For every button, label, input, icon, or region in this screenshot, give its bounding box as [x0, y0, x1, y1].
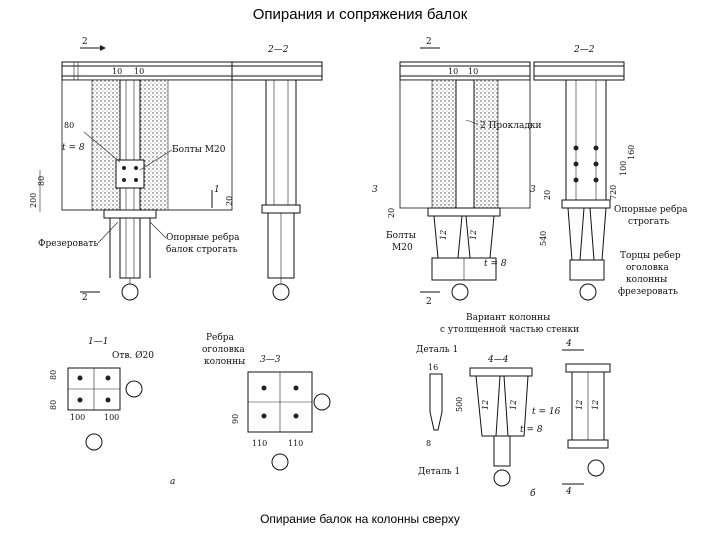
plan-3-3: Ребра оголовка колонны 3—3 90 110 110	[202, 332, 331, 471]
section-mark-1: 1	[214, 185, 220, 195]
dim-160: 160	[627, 145, 636, 160]
ribs-label-1: Опорные ребра	[166, 232, 240, 243]
section-mark-2-bottom: 2	[82, 293, 88, 303]
dim-20-b-left: 20	[387, 208, 396, 218]
ribs-right-2: строгать	[628, 217, 669, 227]
section-mark-4-top: 4	[565, 339, 572, 349]
dim-100-plan-right: 100	[104, 413, 119, 422]
plan-1-1: 1—1 Отв. Ø20 80 80 100 100 а	[49, 337, 175, 487]
dim-12-e: 12	[575, 400, 584, 410]
dim-100-plan-left: 100	[70, 413, 85, 422]
page-title: Опирания и сопряжения балок	[252, 6, 468, 23]
dim-110-left: 110	[252, 439, 267, 448]
dim-12-d: 12	[509, 400, 518, 410]
dim-20: 20	[225, 196, 234, 206]
thickness-t8-b: t = 8	[484, 259, 507, 269]
bolts-label-b-1: Болты	[386, 231, 416, 241]
dim-720: 720	[609, 185, 618, 200]
detail-1-label: Деталь 1	[416, 345, 458, 355]
rib-head-2: оголовка	[202, 345, 245, 355]
plan-1-1-title: 1—1	[88, 337, 108, 347]
letter-a: а	[170, 477, 175, 487]
ends-label-4: фрезеровать	[618, 287, 678, 297]
ends-label-2: оголовка	[626, 263, 669, 273]
mill-label: Фрезеровать	[38, 239, 98, 249]
dim-20-b-right: 20	[543, 190, 552, 200]
section-mark-3-left: 3	[372, 185, 378, 195]
dim-12-b-2: 12	[469, 230, 478, 240]
variant-label-2: с утолщенной частью стенки	[440, 325, 579, 335]
dim-110-right: 110	[288, 439, 303, 448]
thickness-t8-c: t = 8	[520, 425, 543, 435]
dim-80-plan-bottom: 80	[49, 400, 58, 410]
ends-label-3: колонны	[626, 275, 667, 285]
gaskets-label: 2 Прокладки	[480, 121, 542, 131]
rib-head-1: Ребра	[206, 332, 235, 343]
dim-12-f: 12	[591, 400, 600, 410]
section-2-2-b: 2—2 720 100 160 Опорные ребра строгать Т…	[533, 45, 688, 301]
letter-b: б	[530, 488, 536, 499]
bolts-m20-label: Болты М20	[172, 145, 226, 155]
thickness-t8: t = 8	[62, 143, 85, 153]
section-mark-2-bottom-b: 2	[426, 297, 432, 307]
dim-500: 500	[455, 397, 464, 412]
variant-label-1: Вариант колонны	[466, 313, 550, 323]
section-mark-3-right: 3	[530, 185, 536, 195]
bolts-label-b-2: М20	[392, 243, 413, 253]
dim-80-vertical: 80	[37, 176, 46, 186]
dim-540: 540	[539, 231, 548, 246]
dim-200: 200	[29, 193, 38, 208]
plan-3-3-title: 3—3	[260, 355, 281, 365]
elevation-b: 2 10 10 2 Прокладки 3 3 20 20 12 12 Болт…	[372, 37, 552, 307]
column-elevation-4: 4 12 12 4	[562, 339, 611, 497]
dim-16: 16	[428, 363, 438, 372]
ends-label-1: Торцы ребер	[620, 250, 681, 261]
hole-label: Отв. Ø20	[112, 350, 154, 361]
section-2-2-a: 2—2	[231, 45, 323, 301]
dim-90: 90	[231, 414, 240, 424]
ribs-right-1: Опорные ребра	[614, 204, 688, 215]
figure-caption: Опирание балок на колонны сверху	[260, 512, 460, 526]
dim-80: 80	[64, 121, 74, 130]
dim-12-c: 12	[481, 400, 490, 410]
ribs-label-2: балок строгать	[166, 244, 238, 255]
dim-10-b-right: 10	[468, 67, 478, 76]
section-4-4-title: 4—4	[487, 355, 509, 365]
dim-80-plan-top: 80	[49, 370, 58, 380]
dim-12-b-1: 12	[439, 230, 448, 240]
dim-8: 8	[426, 439, 431, 448]
detail-1-label-b: Деталь 1	[418, 467, 460, 477]
section-2-2-b-title: 2—2	[573, 45, 595, 55]
section-mark-2-top: 2	[82, 37, 88, 47]
dim-10-b-left: 10	[448, 67, 458, 76]
elevation-a: 2 10 10 80 t = 8 Болты М20	[29, 37, 240, 303]
dim-10-left: 10	[112, 67, 122, 76]
dim-100: 100	[619, 161, 628, 176]
section-2-2-title: 2—2	[267, 45, 289, 55]
rib-head-3: колонны	[204, 357, 245, 367]
detail-4-4: Деталь 1 16 8 Деталь 1 4—4 12 12 500 t =…	[416, 345, 561, 499]
section-mark-2-top-b: 2	[426, 37, 432, 47]
dim-10-right: 10	[134, 67, 144, 76]
thickness-t16: t = 16	[532, 407, 561, 417]
section-mark-4-bottom: 4	[565, 487, 572, 497]
